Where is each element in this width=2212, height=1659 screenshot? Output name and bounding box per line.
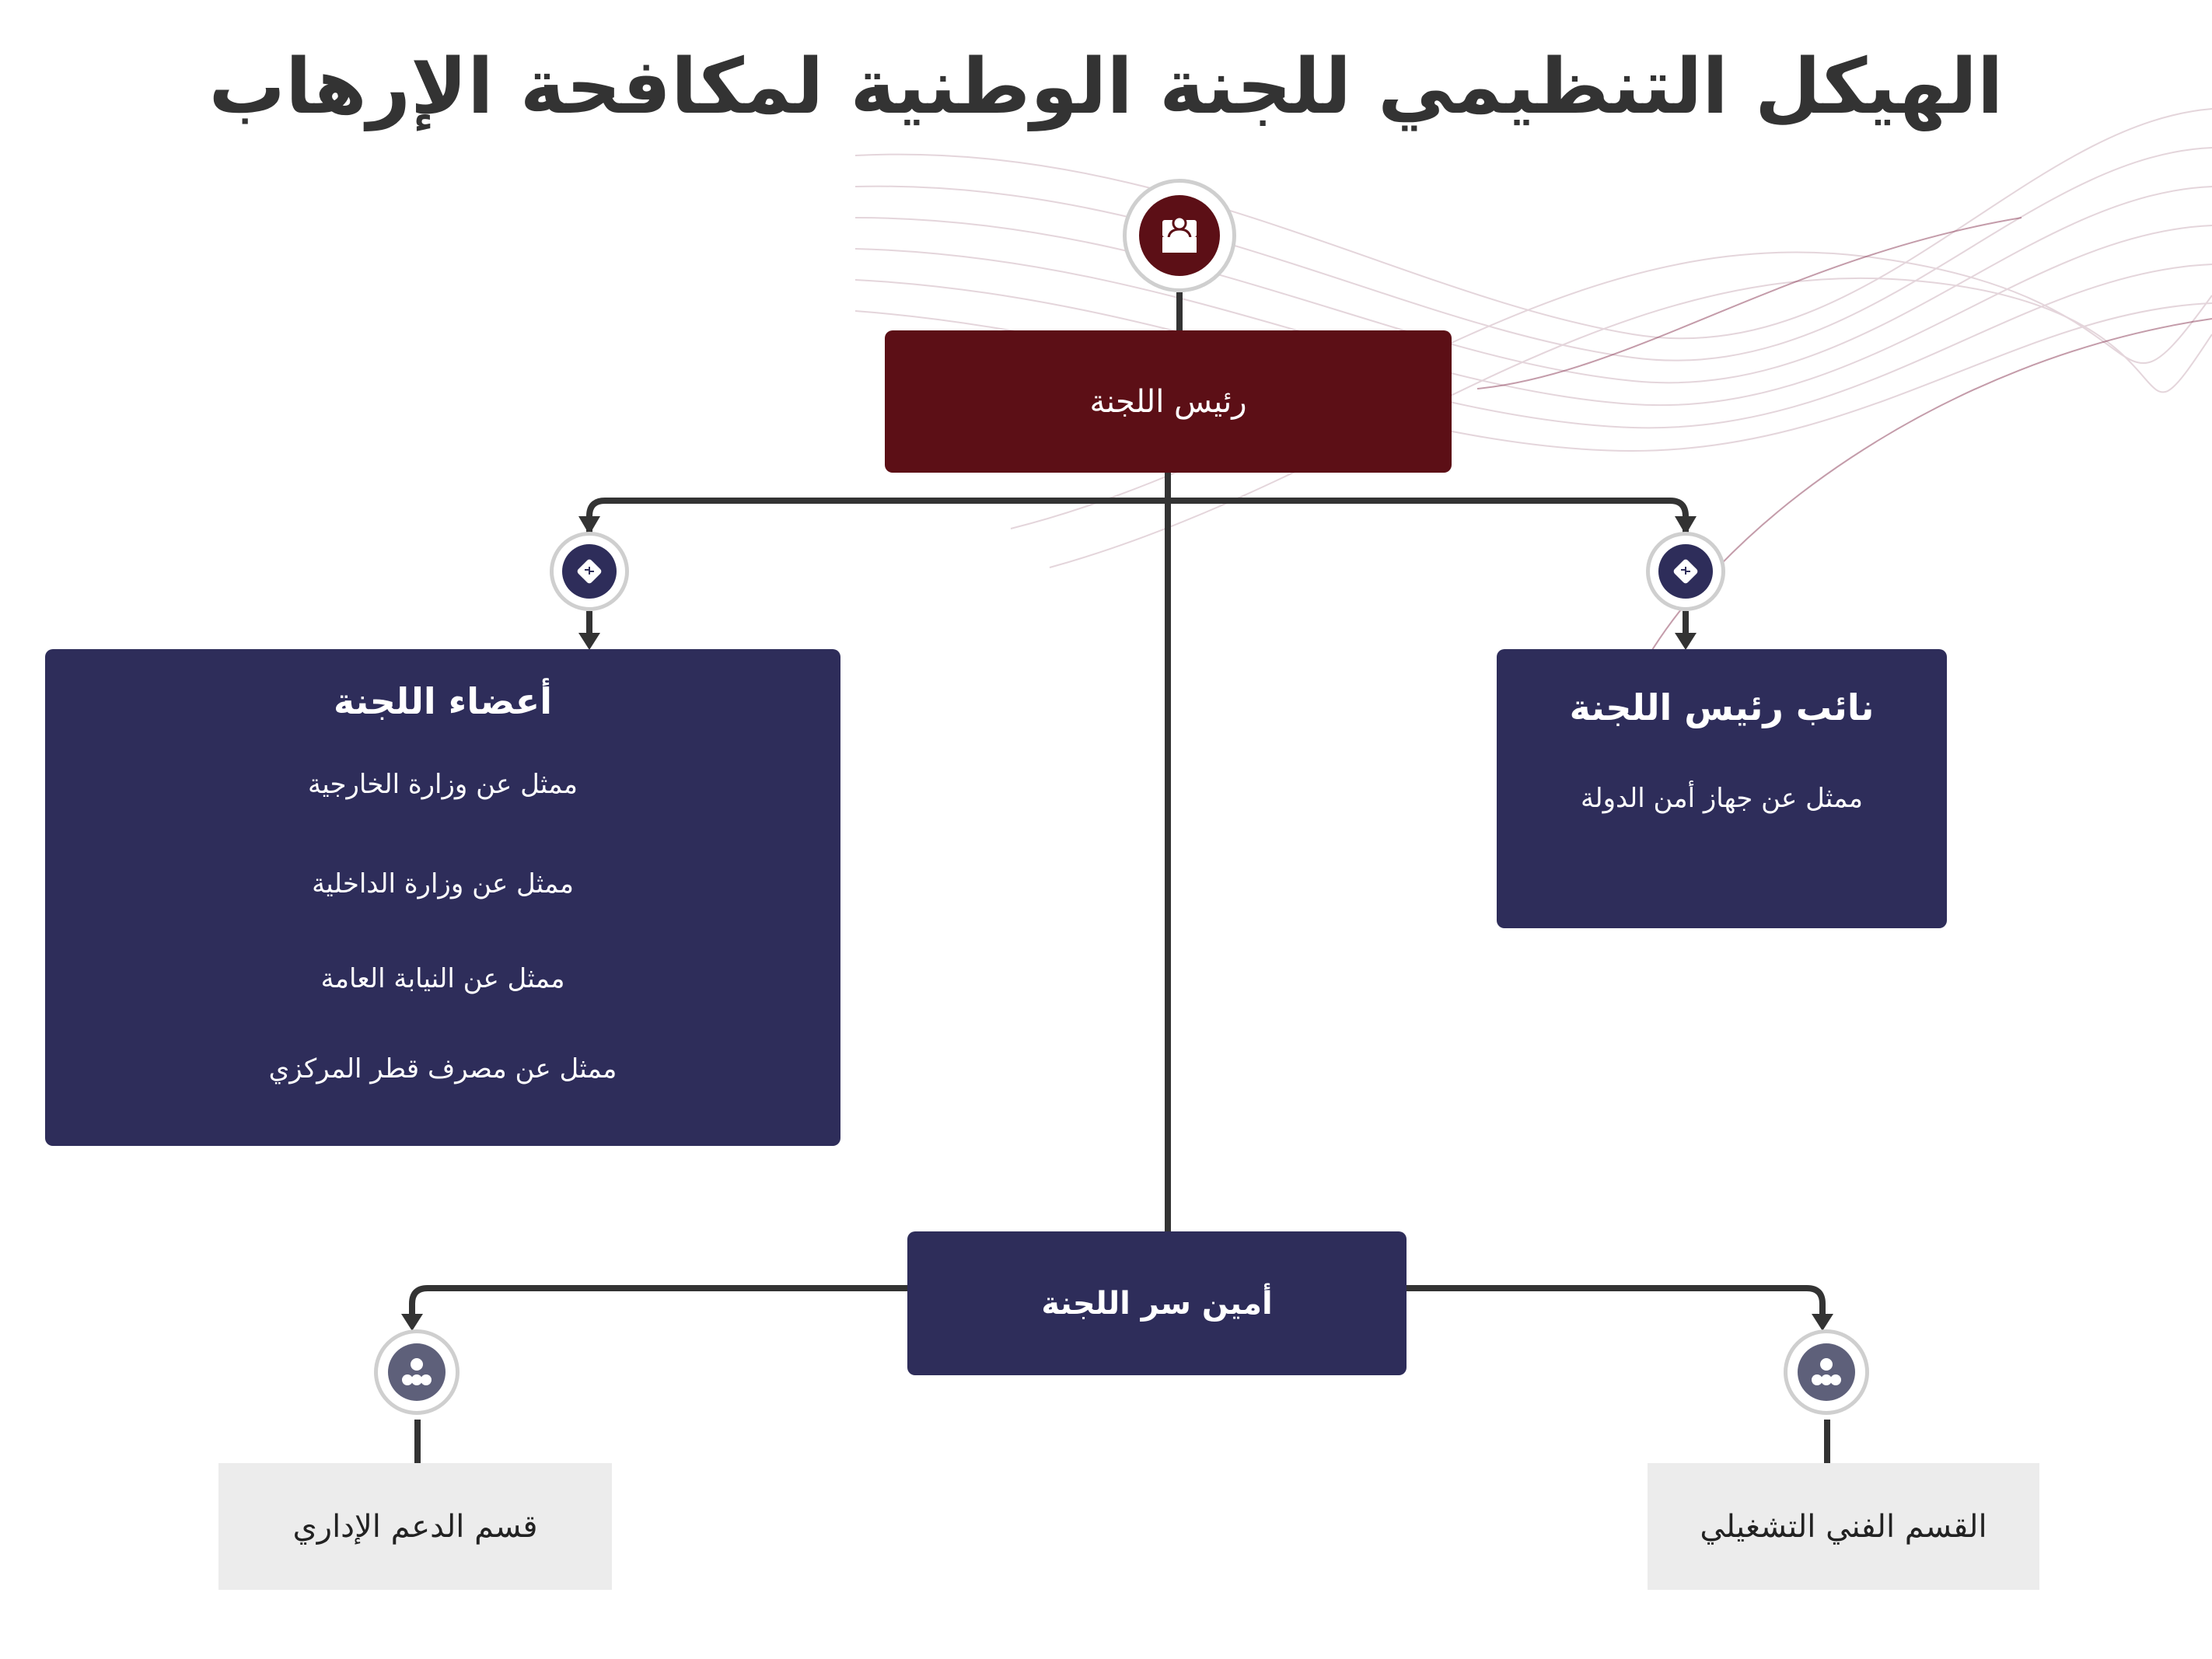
- technical-operational-dept-box: القسم الفني التشغيلي: [1648, 1463, 2039, 1590]
- members-title: أعضاء اللجنة: [334, 680, 552, 722]
- chairman-box: رئيس اللجنة: [885, 330, 1452, 473]
- vice-chairman-box: نائب رئيس اللجنة ممثل عن جهاز أمن الدولة: [1497, 649, 1947, 928]
- members-icon-badge: [550, 532, 629, 611]
- admin-support-dept-box: قسم الدعم الإداري: [218, 1463, 612, 1590]
- member-item: ممثل عن مصرف قطر المركزي: [268, 1053, 617, 1084]
- secretary-label: أمين سر اللجنة: [1041, 1285, 1273, 1322]
- admin-dept-icon-badge: [374, 1329, 460, 1415]
- puzzle-diamond-icon: [577, 559, 602, 584]
- technical-dept-icon-badge: [1784, 1329, 1869, 1415]
- admin-support-dept-label: قسم الدعم الإداري: [292, 1508, 538, 1545]
- org-hierarchy-icon: [402, 1358, 432, 1385]
- chairman-label: رئيس اللجنة: [1089, 383, 1247, 420]
- member-item: ممثل عن النيابة العامة: [320, 963, 565, 994]
- members-box: أعضاء اللجنة ممثل عن وزارة الخارجية ممثل…: [45, 649, 840, 1146]
- vice-chairman-item: ممثل عن جهاز أمن الدولة: [1581, 783, 1863, 814]
- member-item: ممثل عن وزارة الخارجية: [307, 769, 578, 800]
- page-title: الهيكل التنظيمي للجنة الوطنية لمكافحة ال…: [208, 43, 2004, 131]
- secretary-box: أمين سر اللجنة: [907, 1231, 1407, 1375]
- technical-operational-dept-label: القسم الفني التشغيلي: [1700, 1508, 1987, 1545]
- org-hierarchy-icon: [1812, 1358, 1841, 1385]
- member-item: ممثل عن وزارة الداخلية: [312, 868, 574, 899]
- podium-speaker-icon: [1162, 215, 1197, 253]
- chairman-icon-badge: [1123, 179, 1236, 292]
- vice-icon-badge: [1646, 532, 1725, 611]
- puzzle-diamond-icon: [1673, 559, 1698, 584]
- vice-chairman-title: نائب رئيس اللجنة: [1569, 686, 1875, 728]
